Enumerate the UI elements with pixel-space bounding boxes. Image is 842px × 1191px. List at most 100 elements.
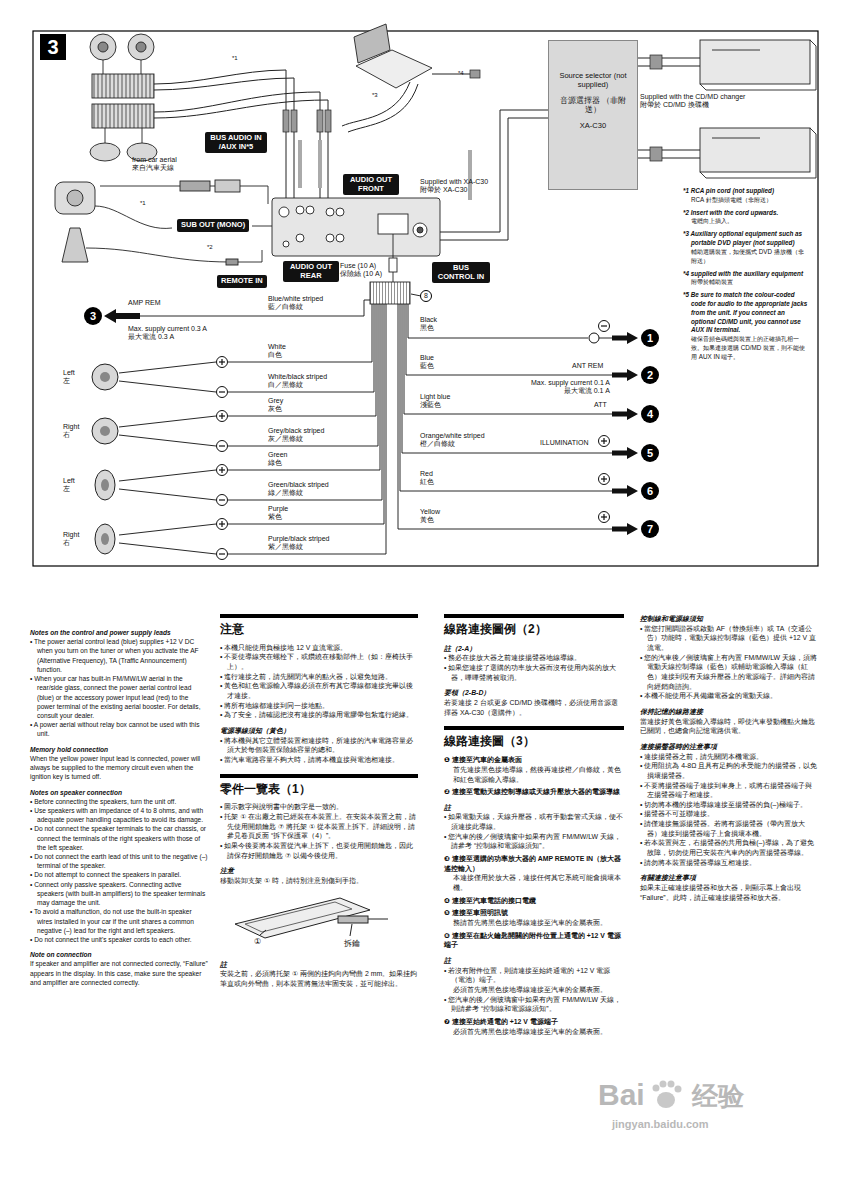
speakers-amplifiers <box>90 34 157 161</box>
subheading: 注意 <box>220 866 418 876</box>
node-text: XA-C30 <box>553 121 633 130</box>
step-note: 必須首先將黑色接地導線連接至汽車的金屬表面。 <box>444 985 624 995</box>
bracket-removal-figure <box>235 898 370 938</box>
rca-plugs <box>650 147 662 161</box>
footnote-english: *1 RCA pin cord (not supplied) <box>683 187 808 196</box>
node-text: REMOTE IN <box>221 277 263 286</box>
harness-wires <box>408 304 612 338</box>
bullet-note: • 進行連接之前，請先關閉汽車的點火器，以避免短路。 <box>220 672 418 682</box>
callout-number: 3 <box>84 307 102 325</box>
diagram-label: Right 右 <box>63 531 84 547</box>
harness-wires <box>219 391 225 392</box>
harness-wires <box>217 357 228 368</box>
jack-label: REMOTE IN <box>217 275 267 288</box>
head-unit-rear <box>272 198 440 304</box>
bullet-note: • To avoid a malfunction, do not use the… <box>30 907 208 935</box>
subheading: Note on connection <box>30 950 208 959</box>
cd-changers <box>700 40 816 90</box>
harness-wires <box>100 426 110 436</box>
step-note: 必須首先將黑色接地導線連接至汽車的金屬表面。 <box>444 1027 624 1037</box>
dvd-player <box>354 24 390 63</box>
jack-label: AUDIO OUT FRONT <box>343 174 399 195</box>
numbered-step: ❺ 連接至車照明訊號 <box>444 908 624 918</box>
footnote-english: *3 Auxiliary optional equipment such as … <box>683 230 808 248</box>
bullet-note: • 當您打開調諧器或啟動 AF（替換頻率）或 TA（交通公告）功能時，電動天線控… <box>640 624 818 653</box>
subheading: 註 <box>220 960 418 970</box>
node-text: 3 <box>40 34 66 60</box>
diagram-label: Fuse (10 A) 保險絲 (10 A) <box>340 262 385 278</box>
figure-label: ① <box>254 936 261 947</box>
subheading: 電源導線須知（黃色） <box>220 726 418 736</box>
speakers-amplifiers <box>98 42 108 52</box>
harness-wires <box>219 499 225 500</box>
rca-plugs <box>283 110 289 132</box>
harness-wires <box>601 325 607 326</box>
numbered-step: ❹ 連接至汽車電話的接口電纜 <box>444 896 624 906</box>
harness-wires <box>119 416 216 446</box>
harness-wires <box>221 359 222 365</box>
subheading: 註 <box>444 956 624 966</box>
harness-wires <box>95 524 115 554</box>
aerial-subwoofer-remote <box>55 180 272 265</box>
node-text: 2 <box>641 366 659 384</box>
harness-wires <box>221 521 222 527</box>
harness-wires <box>119 362 216 392</box>
head-unit-rear <box>279 207 289 217</box>
harness-wires <box>612 408 638 420</box>
head-unit-rear <box>326 234 334 242</box>
bullet-note: • 連接揚聲器之前，請先關閉本機電源。 <box>640 752 818 762</box>
jack-label: BUS CONTROL IN <box>432 262 490 283</box>
diagram-label: Grey/black striped 灰／黑條紋 <box>268 427 329 443</box>
subheading: Notes on speaker connection <box>30 788 208 797</box>
harness-wires <box>92 418 118 444</box>
paragraph: 如果未正確連接揚聲器和放大器，則顯示幕上會出現 “Failure”。此時，請正確… <box>640 883 818 902</box>
head-unit-rear <box>296 234 304 242</box>
diagram-label: Grey 灰色 <box>268 397 288 413</box>
harness-wires <box>228 304 382 500</box>
bullet-note: • 如果您連接了選購的功率放大器而沒有使用內裝的放大器，嗶嗶聲將被取消。 <box>444 663 624 682</box>
watermark-paw <box>653 1085 660 1092</box>
bullet-note: • 切勿將本機的接地導線連接至揚聲器的負(–)極端子。 <box>640 800 818 810</box>
cd-changers <box>700 128 816 178</box>
node-text: 8 <box>421 291 431 301</box>
rca-cables <box>342 82 418 132</box>
harness-wires <box>217 411 228 422</box>
diagram-label: AMP REM <box>128 299 161 307</box>
bullet-note: • Do not connect the unit's speaker cord… <box>30 935 208 944</box>
rca-plugs <box>470 70 480 78</box>
diagram-label: *4 <box>458 70 464 77</box>
harness-wires <box>217 441 228 452</box>
head-unit-rear <box>296 206 304 214</box>
text-column: *1 RCA pin cord (not supplied)RCA 針型插頭電纜… <box>683 187 808 362</box>
harness-wires <box>140 294 421 316</box>
callout-number: 6 <box>641 482 659 500</box>
bullet-note: • 務必在接放大器之前連接揚聲器地線導線。 <box>444 653 624 663</box>
section-heading: 注意 <box>220 614 418 638</box>
watermark-paw <box>660 1081 667 1088</box>
bracket-removal-figure <box>260 919 388 936</box>
diagram-label: *2 <box>207 244 213 251</box>
speakers-amplifiers <box>92 104 154 128</box>
harness-wires <box>217 549 228 560</box>
callout-number: 1 <box>641 329 659 347</box>
numbered-step: ❸ 連接至選購的功率放大器的 AMP REMOTE IN（放大器遙控輸入） <box>444 854 624 873</box>
numbered-step: ❻ 連接至在點火鑰匙開關的附件位置上通電的 +12 V 電源端子 <box>444 931 624 950</box>
watermark-paw <box>657 1092 675 1108</box>
callout-number: 8 <box>420 290 432 302</box>
subheading: 連接揚聲器時的注意事項 <box>640 742 818 752</box>
node-text: AUDIO OUT FRONT <box>347 176 395 193</box>
harness-wires <box>589 333 599 343</box>
head-unit-rear <box>417 227 423 233</box>
node-text: AUDIO OUT REAR <box>287 263 335 280</box>
speakers-amplifiers <box>90 143 120 161</box>
harness-wires <box>217 519 228 530</box>
harness-wires <box>599 512 610 523</box>
watermark: jingyan.baidu.com <box>612 1118 709 1131</box>
bullet-note: • Connect only passive speakers. Connect… <box>30 880 208 908</box>
aerial-subwoofer-remote <box>86 186 272 262</box>
step-note: 本連接僅用於放大器，連接任何其它系統可能會損壞本機。 <box>444 873 624 892</box>
paragraph: 移動裝卸支架 ① 時，請特別注意別傷到手指。 <box>220 876 418 886</box>
diagram-label: *3 <box>372 92 378 99</box>
bullet-note: • 請勿將本裝置揚聲器導線互相連接。 <box>640 858 818 868</box>
rca-cables <box>154 70 328 118</box>
